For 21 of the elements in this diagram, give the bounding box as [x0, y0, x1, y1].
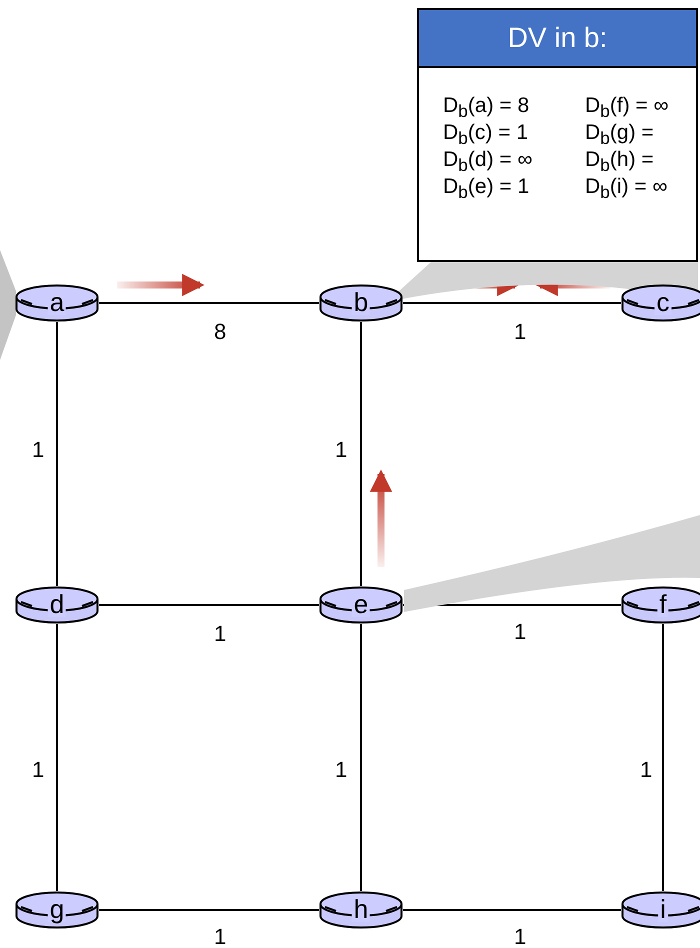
distance-entry: D$_{b}$(c) = 1 [443, 121, 528, 150]
distance-entry: D$_{b}$(g) = [585, 121, 654, 150]
link-line [99, 909, 319, 911]
link-line [99, 604, 319, 606]
distance-entry: D$_{b}$(h) = [585, 148, 654, 178]
distance-entry: D$_{b}$(e) = 1 [443, 175, 530, 204]
link-line [99, 302, 319, 304]
distance-entry: D$_{b}$(d) = ∞ [443, 148, 532, 178]
link-line [56, 322, 58, 586]
link-line [403, 302, 621, 304]
callout-wedge [398, 262, 698, 300]
link-line [360, 624, 362, 891]
table-header: DV in b: [419, 10, 696, 68]
link-line [403, 909, 621, 911]
link-line [56, 624, 58, 891]
distance-entry: D$_{b}$(a) = 8 [443, 94, 530, 124]
distance-entry: D$_{b}$(i) = ∞ [585, 175, 668, 204]
dv-table [417, 8, 698, 262]
link-line [662, 624, 664, 891]
distance-entry: D$_{b}$(f) = ∞ [585, 94, 669, 124]
link-line [360, 322, 362, 586]
